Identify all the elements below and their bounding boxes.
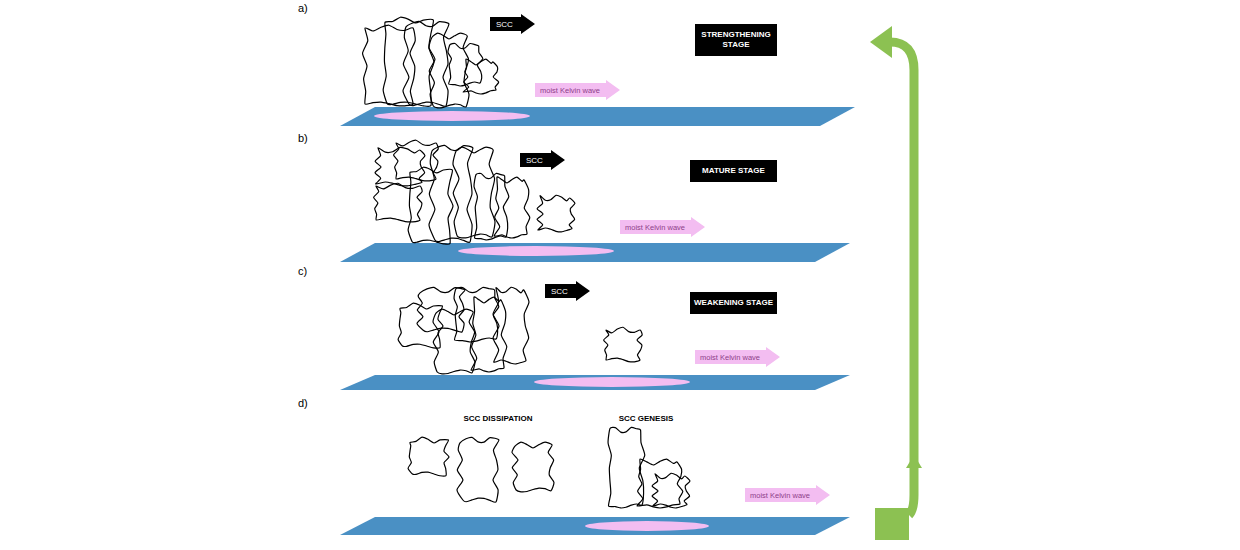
cloud-outline	[471, 297, 507, 372]
cloud-outline	[457, 437, 499, 502]
pink-anomaly	[374, 111, 530, 121]
kelvin-wave-arrow: moist Kelvin wave	[745, 485, 830, 505]
arrow-label: moist Kelvin wave	[700, 353, 760, 362]
cloud-outline	[408, 437, 449, 476]
kelvin-wave-arrow: moist Kelvin wave	[535, 80, 620, 100]
cloud-outline	[463, 59, 499, 94]
arrow-body	[535, 80, 620, 100]
ocean-plane	[340, 243, 850, 262]
cycle-arrow-mark	[906, 455, 922, 468]
stage-box: STRENGTHENING STAGE	[695, 24, 777, 56]
cloud-outline	[429, 33, 469, 108]
kelvin-wave-arrow: moist Kelvin wave	[695, 347, 780, 367]
cloud-outline	[453, 147, 495, 238]
cycle-arrow	[870, 26, 922, 540]
panel-letter: d)	[298, 398, 308, 408]
cloud-outline	[408, 167, 453, 244]
cloud-outline	[383, 17, 434, 106]
stage-box: WEAKENING STAGE	[690, 292, 777, 314]
warm-anomalies	[374, 111, 709, 531]
cloud-outline	[394, 140, 439, 181]
arrow-body	[745, 485, 830, 505]
ocean-plane	[340, 517, 850, 535]
stage-label: WEAKENING STAGE	[694, 298, 773, 308]
phase-label: SCC GENESIS	[616, 414, 676, 424]
cloud-outline	[398, 303, 443, 348]
cloud-outline	[637, 459, 683, 508]
stage-label: STRENGTHENING STAGE	[699, 30, 773, 50]
cycle-arrow-shaft	[890, 42, 914, 515]
ocean-plane	[340, 375, 850, 390]
panel-letter: b)	[298, 133, 308, 143]
scc-arrow: SCC	[490, 14, 535, 34]
stage-label: MATURE STAGE	[694, 166, 773, 176]
stage-box: MATURE STAGE	[690, 160, 777, 182]
cloud-outline	[512, 442, 554, 492]
arrow-body	[520, 150, 565, 170]
arrow-label: SCC	[551, 287, 568, 296]
arrow-body	[545, 281, 590, 301]
arrow-body	[695, 347, 780, 367]
cloud-outline	[403, 21, 449, 106]
scc-arrow: SCC	[520, 150, 565, 170]
panel-letter: c)	[298, 266, 307, 276]
cloud-outline	[363, 25, 416, 106]
pink-anomaly	[458, 246, 614, 256]
phase-label: SCC DISSIPATION	[462, 414, 534, 424]
cloud-outline	[454, 287, 499, 342]
cloud-outline	[537, 195, 575, 232]
convective-clouds	[363, 17, 690, 508]
cloud-outline	[494, 177, 530, 238]
arrow-label: SCC	[496, 20, 513, 29]
cloud-outline	[375, 147, 425, 186]
ocean-planes	[340, 107, 855, 535]
arrow-label: moist Kelvin wave	[625, 223, 685, 232]
cloud-outline	[604, 327, 643, 362]
arrow-label: moist Kelvin wave	[750, 491, 810, 500]
scc-arrow: SCC	[545, 281, 590, 301]
cloud-outline	[652, 473, 690, 508]
cloud-outline	[493, 287, 529, 364]
cycle-arrow-base	[875, 508, 909, 540]
cloud-outline	[474, 173, 509, 240]
pink-anomaly	[534, 377, 690, 387]
arrow-body	[490, 14, 535, 34]
cloud-outline	[374, 183, 423, 222]
panel-letter: a)	[298, 3, 308, 13]
ocean-plane	[340, 107, 855, 126]
pink-anomaly	[585, 521, 709, 531]
kelvin-wave-arrow: moist Kelvin wave	[620, 217, 705, 237]
arrow-label: SCC	[526, 156, 543, 165]
cycle-arrow-head	[870, 26, 892, 58]
arrow-body	[620, 217, 705, 237]
cloud-outline	[429, 145, 473, 242]
arrow-label: moist Kelvin wave	[540, 86, 600, 95]
cloud-outline	[608, 427, 645, 508]
